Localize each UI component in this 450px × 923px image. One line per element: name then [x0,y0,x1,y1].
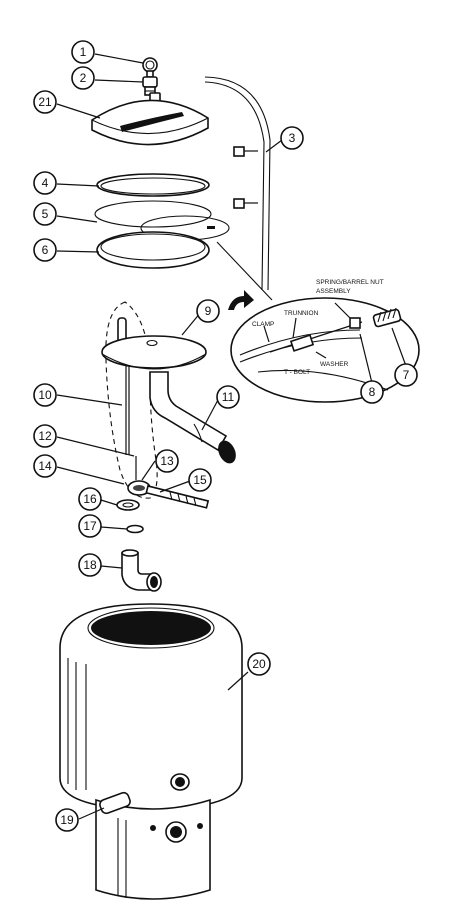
filter-tank-body [59,603,243,811]
clamp-label: CLAMP [252,321,274,328]
callout-11: 11 [216,385,240,409]
lower-ring [96,231,210,269]
svg-text:8: 8 [369,385,376,399]
svg-text:17: 17 [83,519,97,533]
callout-7: 7 [394,363,418,387]
drain-plug [99,791,131,815]
air-relief-hose [204,76,271,291]
svg-text:4: 4 [42,176,49,190]
spring-barrel-nut [372,307,402,328]
o-ring-upper [96,173,210,197]
trunnion-label: TRUNNION [284,310,319,317]
callout-20: 20 [247,652,271,676]
svg-text:21: 21 [38,95,52,109]
svg-text:15: 15 [193,473,207,487]
leader-lines [56,53,407,820]
t-bolt-label: T - BOLT [284,369,310,376]
callout-10: 10 [33,383,57,407]
svg-text:9: 9 [205,304,212,318]
callout-3: 3 [280,126,304,150]
small-o-ring [126,524,144,534]
callout-13: 13 [155,449,179,473]
filter-base [95,798,211,900]
callout-9: 9 [196,299,220,323]
diffuser-plate [101,317,207,370]
lateral-tube [125,365,130,455]
svg-text:16: 16 [83,492,97,506]
callout-12: 12 [33,424,57,448]
svg-text:6: 6 [42,243,49,257]
svg-text:5: 5 [42,207,49,221]
callout-15: 15 [188,468,212,492]
clamp-detail-bubble: SPRING/BARREL NUT ASSEMBLY TRUNNION CLAM… [216,241,420,403]
callout-19: 19 [55,808,79,832]
svg-text:3: 3 [289,131,296,145]
svg-text:12: 12 [38,429,52,443]
callout-1: 1 [71,40,95,64]
svg-text:7: 7 [403,368,410,382]
callout-17: 17 [78,514,102,538]
svg-text:1: 1 [80,45,87,59]
svg-text:20: 20 [252,657,266,671]
callout-5: 5 [33,202,57,226]
callout-8: 8 [360,380,384,404]
svg-text:10: 10 [38,388,52,402]
callout-4: 4 [33,171,57,195]
pressure-gauge [142,57,158,78]
elbow-fitting [121,549,162,592]
callout-18: 18 [78,553,102,577]
air-relief-valve [142,76,161,102]
callout-16: 16 [78,487,102,511]
spring-barrel-label-2: ASSEMBLY [316,288,351,295]
washer [116,499,140,511]
spring-barrel-label-1: SPRING/BARREL NUT [316,279,384,286]
curved-arrow-icon [228,290,254,310]
svg-text:14: 14 [38,459,52,473]
svg-text:18: 18 [83,558,97,572]
svg-text:2: 2 [80,71,87,85]
lateral-assembly-outline [105,301,158,499]
washer-label: WASHER [320,361,349,368]
callout-21: 21 [33,90,57,114]
svg-text:13: 13 [160,454,174,468]
outlet-elbow-pipe [149,371,236,464]
svg-text:11: 11 [222,390,235,404]
filter-lid [91,99,209,146]
callout-6: 6 [33,238,57,262]
callout-14: 14 [33,454,57,478]
callout-2: 2 [71,66,95,90]
svg-text:19: 19 [60,813,74,827]
